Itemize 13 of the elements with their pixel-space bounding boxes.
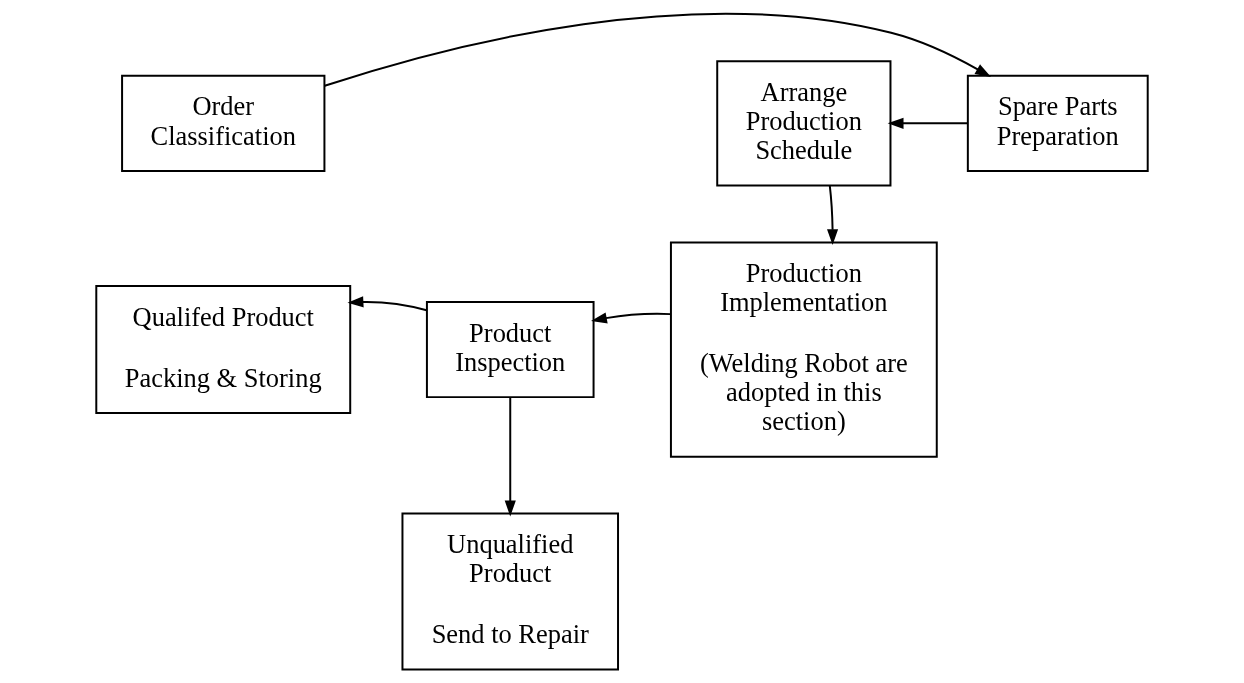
node-box: Spare Parts Preparation <box>966 74 1149 172</box>
node-box: Arrange Production Schedule <box>716 60 892 187</box>
arrow <box>827 184 839 246</box>
arrow <box>323 12 992 87</box>
arrow <box>504 396 516 517</box>
node-box: Qualifed Product Packing & Storing <box>95 285 352 414</box>
node-box: Product Inspection <box>425 300 595 399</box>
node-box: Unqualified Product Send to Repair <box>401 512 619 671</box>
arrow <box>591 312 672 324</box>
node-box: Production Implementation (Welding Robot are adopted in this section) <box>669 241 938 458</box>
node-box: Order Classification <box>121 74 326 172</box>
arrow <box>887 117 969 129</box>
arrow <box>347 296 428 312</box>
